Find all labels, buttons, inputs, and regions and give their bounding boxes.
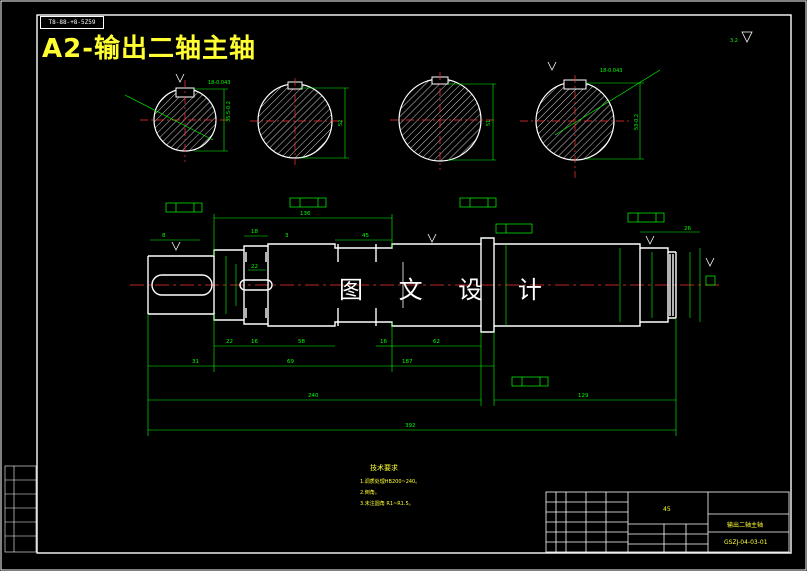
dim-top-22: 22 [251, 264, 258, 270]
tech-requirement-line: 2.倒角。 [360, 490, 380, 496]
dim-top-45: 45 [362, 233, 369, 239]
title-block-material: 45 [663, 506, 671, 513]
watermark: 图 文 设 计 [339, 276, 556, 304]
dim-shoulder-a: 187 [402, 359, 413, 365]
dim-overall: 392 [405, 423, 416, 429]
tech-requirement-line: 3.未注圆角 R1~R1.5。 [360, 501, 414, 507]
section4-dim-label: 53-0.2 [634, 114, 640, 130]
title-block [545, 491, 790, 553]
drawing-title: A2-输出二轴主轴 [42, 34, 257, 64]
dim-len-16b: 16 [380, 339, 387, 345]
dim-len-62: 62 [433, 339, 440, 345]
dim-len-22: 22 [226, 339, 233, 345]
section4-key-label: 18-0.043 [600, 68, 622, 74]
dimension-labels: 392 240 129 187 69 31 22 16 58 16 62 136… [162, 211, 691, 429]
title-block-part-name: 输出二轴主轴 [727, 522, 764, 529]
dim-shoulder-b: 69 [287, 359, 294, 365]
dim-left-segment: 240 [308, 393, 319, 399]
section1-dim-label: 35.5-0.2 [226, 101, 232, 122]
section-view-4: 53-0.2 18-0.043 [520, 68, 661, 178]
dim-right-segment: 129 [578, 393, 589, 399]
dim-top-136: 136 [300, 211, 311, 217]
section3-dim-label: 51 [486, 120, 492, 126]
drawing-border [36, 14, 792, 554]
dimension-lines [147, 214, 701, 436]
section-view-3: 51 [390, 72, 496, 170]
title-block-drawing-number: GSZJ-04-03-01 [724, 539, 768, 546]
roughness-value: 3.2 [730, 38, 738, 44]
margin-strip [4, 465, 37, 553]
dim-shoulder-c: 31 [192, 359, 199, 365]
dim-top-18: 18 [251, 229, 258, 235]
section1-key-label: 18-0.043 [208, 80, 230, 86]
section-view-1: 35.5-0.2 18-0.043 [124, 80, 232, 162]
tech-requirements-heading: 技术要求 [370, 464, 398, 472]
section2-dim-label: 52 [338, 120, 344, 126]
dim-top-26: 26 [684, 226, 691, 232]
dim-left-8: 8 [162, 233, 166, 239]
tech-requirement-line: 1.调质处理HB200~240。 [360, 479, 421, 485]
tolerance-frames [165, 197, 716, 387]
drawing-code-tag: T8-88-+8-5Z59 [40, 16, 104, 29]
dim-len-16a: 16 [251, 339, 258, 345]
dim-len-58: 58 [298, 339, 305, 345]
section-view-2: 52 [250, 78, 349, 165]
dim-top-3: 3 [285, 233, 289, 239]
roughness-symbol [171, 31, 753, 267]
